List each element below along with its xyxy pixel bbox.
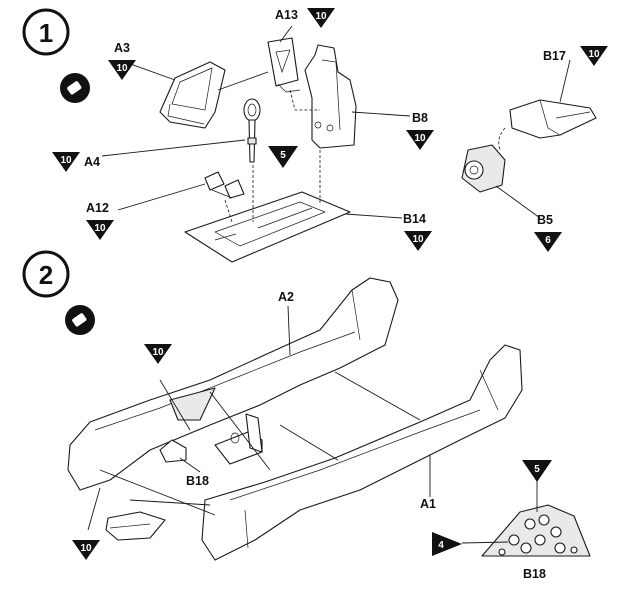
label-B17: B17 10	[543, 46, 608, 66]
label-B14: B14 10	[403, 212, 432, 251]
part-A3-seat	[159, 61, 226, 129]
part-B17	[509, 99, 597, 139]
callout-color-10-lower: 10	[72, 540, 100, 560]
svg-text:1: 1	[39, 18, 53, 48]
label-A13: A13 10	[275, 8, 335, 28]
svg-text:10: 10	[94, 223, 106, 234]
svg-text:A2: A2	[278, 290, 294, 304]
svg-text:10: 10	[152, 347, 164, 358]
part-lower-cowl	[105, 511, 166, 541]
svg-text:A4: A4	[84, 155, 100, 169]
part-A1-fuselage-half	[201, 344, 523, 561]
svg-text:A3: A3	[114, 41, 130, 55]
part-A4-stick	[243, 98, 261, 163]
part-B18-detail	[481, 504, 591, 557]
glue-icon	[60, 73, 90, 103]
svg-text:B17: B17	[543, 49, 566, 63]
svg-text:B18: B18	[523, 567, 546, 581]
svg-text:10: 10	[315, 11, 327, 22]
part-B18-panel-small	[159, 439, 187, 463]
step-1-marker: 1	[22, 8, 70, 56]
svg-text:B14: B14	[403, 212, 426, 226]
svg-text:10: 10	[80, 543, 92, 554]
svg-text:2: 2	[39, 260, 53, 290]
callout-color-4-panel: 4	[432, 532, 462, 556]
callout-color-10-cockpit: 10	[144, 344, 172, 364]
svg-text:B8: B8	[412, 111, 428, 125]
svg-text:10: 10	[116, 63, 128, 74]
label-A4: 10 A4	[52, 152, 100, 172]
svg-text:5: 5	[280, 150, 286, 161]
label-B18-detail: B18	[523, 567, 546, 581]
label-A2: A2	[278, 290, 294, 304]
svg-text:10: 10	[412, 234, 424, 245]
glue-icon	[65, 305, 95, 335]
svg-text:A12: A12	[86, 201, 109, 215]
label-B8: B8 10	[406, 111, 434, 150]
label-B18-inner: B18	[186, 474, 209, 488]
svg-text:4: 4	[438, 540, 444, 551]
label-A1: A1	[420, 497, 436, 511]
label-A3: A3 10	[108, 41, 136, 80]
svg-text:10: 10	[60, 155, 72, 166]
svg-text:10: 10	[588, 49, 600, 60]
label-A12: A12 10	[86, 201, 114, 240]
part-B8-bulkhead	[304, 44, 357, 149]
part-B14-floor	[184, 191, 351, 263]
svg-text:5: 5	[534, 464, 540, 475]
callout-color-5-stick: 5	[268, 146, 298, 168]
cockpit-assembly	[214, 413, 263, 465]
callout-color-5-panel: 5	[522, 460, 552, 482]
svg-text:B18: B18	[186, 474, 209, 488]
part-A2-fuselage-half	[67, 277, 399, 491]
part-A12-pedals	[204, 171, 245, 199]
svg-text:A13: A13	[275, 8, 298, 22]
svg-text:10: 10	[414, 133, 426, 144]
part-B5	[461, 144, 506, 193]
svg-text:B5: B5	[537, 213, 553, 227]
step-2-marker: 2	[22, 250, 70, 298]
label-B5: B5 6	[534, 213, 562, 252]
svg-text:A1: A1	[420, 497, 436, 511]
svg-text:6: 6	[545, 235, 551, 246]
part-A13-frame	[267, 37, 301, 93]
